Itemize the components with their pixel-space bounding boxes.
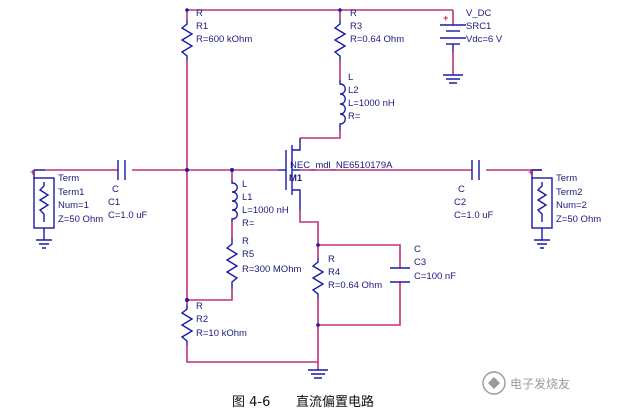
l2-value-label: L=1000 nH: [348, 98, 395, 109]
figure-caption: 图 4-6 直流偏置电路: [232, 394, 374, 410]
dc-source-src1[interactable]: + V_DC SRC1 Vdc=6 V: [440, 8, 503, 84]
resistor-r3[interactable]: R R3 R=0.64 Ohm: [333, 8, 404, 60]
r1-name-label: R1: [196, 21, 208, 32]
r4-type-label: R: [328, 254, 335, 265]
junction-dots: [185, 8, 342, 327]
r3-name-label: R3: [350, 21, 362, 32]
ground-symbol: [308, 369, 328, 379]
term1-num-label: Num=1: [58, 200, 89, 211]
watermark-logo-icon: [482, 371, 506, 395]
term2-name-label: Term2: [556, 187, 582, 198]
src1-value-label: Vdc=6 V: [466, 34, 503, 45]
c3-name-label: C3: [414, 257, 426, 268]
capacitor-c2[interactable]: C C2 C=1.0 uF: [454, 160, 494, 221]
r5-type-label: R: [242, 236, 249, 247]
capacitor-c3[interactable]: C C3 C=100 nF: [390, 244, 456, 283]
src1-plus-sign: +: [443, 13, 449, 24]
c2-value-label: C=1.0 uF: [454, 210, 494, 221]
r2-value-label: R=10 kOhm: [196, 328, 247, 339]
resistor-r5[interactable]: R R5 R=300 MOhm: [225, 236, 301, 288]
transistor-m1[interactable]: NEC_mdl_NE6510179A M1: [278, 138, 393, 210]
l1-type-label: L: [242, 179, 247, 190]
l2-name-label: L2: [348, 85, 359, 96]
figure-title: 直流偏置电路: [296, 394, 374, 410]
c3-type-label: C: [414, 244, 421, 255]
figure-number: 图 4-6: [232, 395, 270, 410]
src1-name-label: SRC1: [466, 21, 491, 32]
port-term1[interactable]: + Term Term1 Num=1 Z=50 Ohm: [30, 167, 103, 249]
c2-name-label: C2: [454, 197, 466, 208]
term1-z-label: Z=50 Ohm: [58, 214, 103, 225]
r4-name-label: R4: [328, 267, 340, 278]
r1-value-label: R=600 kOhm: [196, 34, 252, 45]
watermark: 电子发烧友: [482, 371, 570, 395]
inductor-l1[interactable]: L L1 L=1000 nH R=: [231, 179, 289, 229]
c1-name-label: C1: [108, 197, 120, 208]
capacitor-c1[interactable]: C C1 C=1.0 uF: [108, 160, 148, 221]
r2-type-label: R: [196, 301, 203, 312]
r4-value-label: R=0.64 Ohm: [328, 280, 382, 291]
l1-r-label: R=: [242, 218, 255, 229]
r1-type-label: R: [196, 8, 203, 19]
m1-name-label: M1: [289, 173, 303, 184]
l1-value-label: L=1000 nH: [242, 205, 289, 216]
term2-type-label: Term: [556, 173, 577, 184]
resistor-r1[interactable]: R R1 R=600 kOhm: [180, 8, 252, 60]
r3-value-label: R=0.64 Ohm: [350, 34, 404, 45]
term2-num-label: Num=2: [556, 200, 587, 211]
src1-type-label: V_DC: [466, 8, 491, 19]
c2-type-label: C: [458, 184, 465, 195]
inductor-l2[interactable]: L L2 L=1000 nH R=: [339, 72, 395, 130]
wires: [45, 9, 542, 370]
r5-name-label: R5: [242, 249, 254, 260]
term2-z-label: Z=50 Ohm: [556, 214, 601, 225]
l1-name-label: L1: [242, 192, 253, 203]
term1-type-label: Term: [58, 173, 79, 184]
term1-plus-sign: +: [30, 167, 36, 178]
r2-name-label: R2: [196, 314, 208, 325]
r3-type-label: R: [350, 8, 357, 19]
r5-value-label: R=300 MOhm: [242, 264, 301, 275]
c1-value-label: C=1.0 uF: [108, 210, 148, 221]
resistor-r2[interactable]: R R2 R=10 kOhm: [180, 301, 247, 345]
port-term2[interactable]: + Term Term2 Num=2 Z=50 Ohm: [528, 167, 601, 249]
resistor-r4[interactable]: R R4 R=0.64 Ohm: [311, 254, 382, 298]
c1-type-label: C: [112, 184, 119, 195]
term1-name-label: Term1: [58, 187, 84, 198]
watermark-text: 电子发烧友: [510, 376, 570, 391]
c3-value-label: C=100 nF: [414, 271, 456, 282]
m1-model-label: NEC_mdl_NE6510179A: [290, 160, 393, 171]
term2-plus-sign: +: [528, 167, 534, 178]
l2-type-label: L: [348, 72, 353, 83]
l2-r-label: R=: [348, 111, 361, 122]
